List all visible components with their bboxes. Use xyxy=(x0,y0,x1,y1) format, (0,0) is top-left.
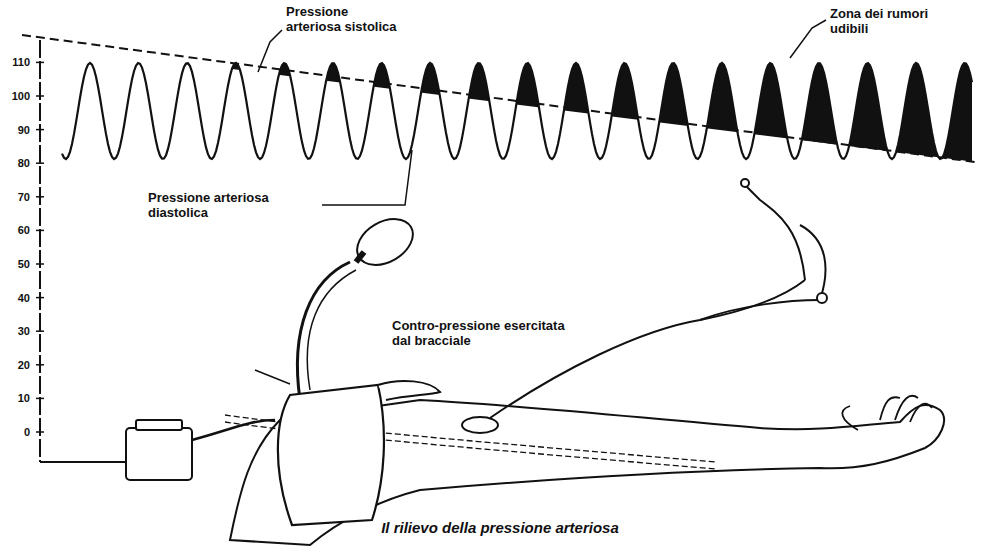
callout-label: Pressione arteriosa sistolica xyxy=(286,4,406,34)
axis-number: 80 xyxy=(4,157,30,169)
callout-label: Contro-pressione esercitata dal braccial… xyxy=(392,318,582,348)
callout-label: Pressione arteriosa diastolica xyxy=(148,190,320,220)
callout-label: Zona dei rumori udibili xyxy=(830,6,950,36)
axis-number: 100 xyxy=(4,90,30,102)
axis-tick xyxy=(36,196,44,198)
axis-number: 0 xyxy=(4,426,30,438)
axis-tick xyxy=(36,62,44,64)
axis-tick xyxy=(36,230,44,232)
axis-tick xyxy=(36,95,44,97)
axis-number: 10 xyxy=(4,392,30,404)
axis-tick xyxy=(36,297,44,299)
axis-number: 70 xyxy=(4,191,30,203)
axis-number: 30 xyxy=(4,325,30,337)
axis-number: 90 xyxy=(4,124,30,136)
axis-tick xyxy=(36,431,44,433)
axis-tick xyxy=(36,398,44,400)
axis-number: 20 xyxy=(4,359,30,371)
axis-tick xyxy=(36,263,44,265)
pressure-wave xyxy=(62,63,972,159)
axis-number: 110 xyxy=(4,56,30,68)
axis-number: 60 xyxy=(4,224,30,236)
axis-tick xyxy=(36,330,44,332)
axis-tick xyxy=(36,364,44,366)
axis-number: 50 xyxy=(4,258,30,270)
axis-tick xyxy=(36,129,44,131)
caption: Il rilievo della pressione arteriosa xyxy=(300,520,700,535)
axis-number: 40 xyxy=(4,292,30,304)
axis-tick xyxy=(36,162,44,164)
